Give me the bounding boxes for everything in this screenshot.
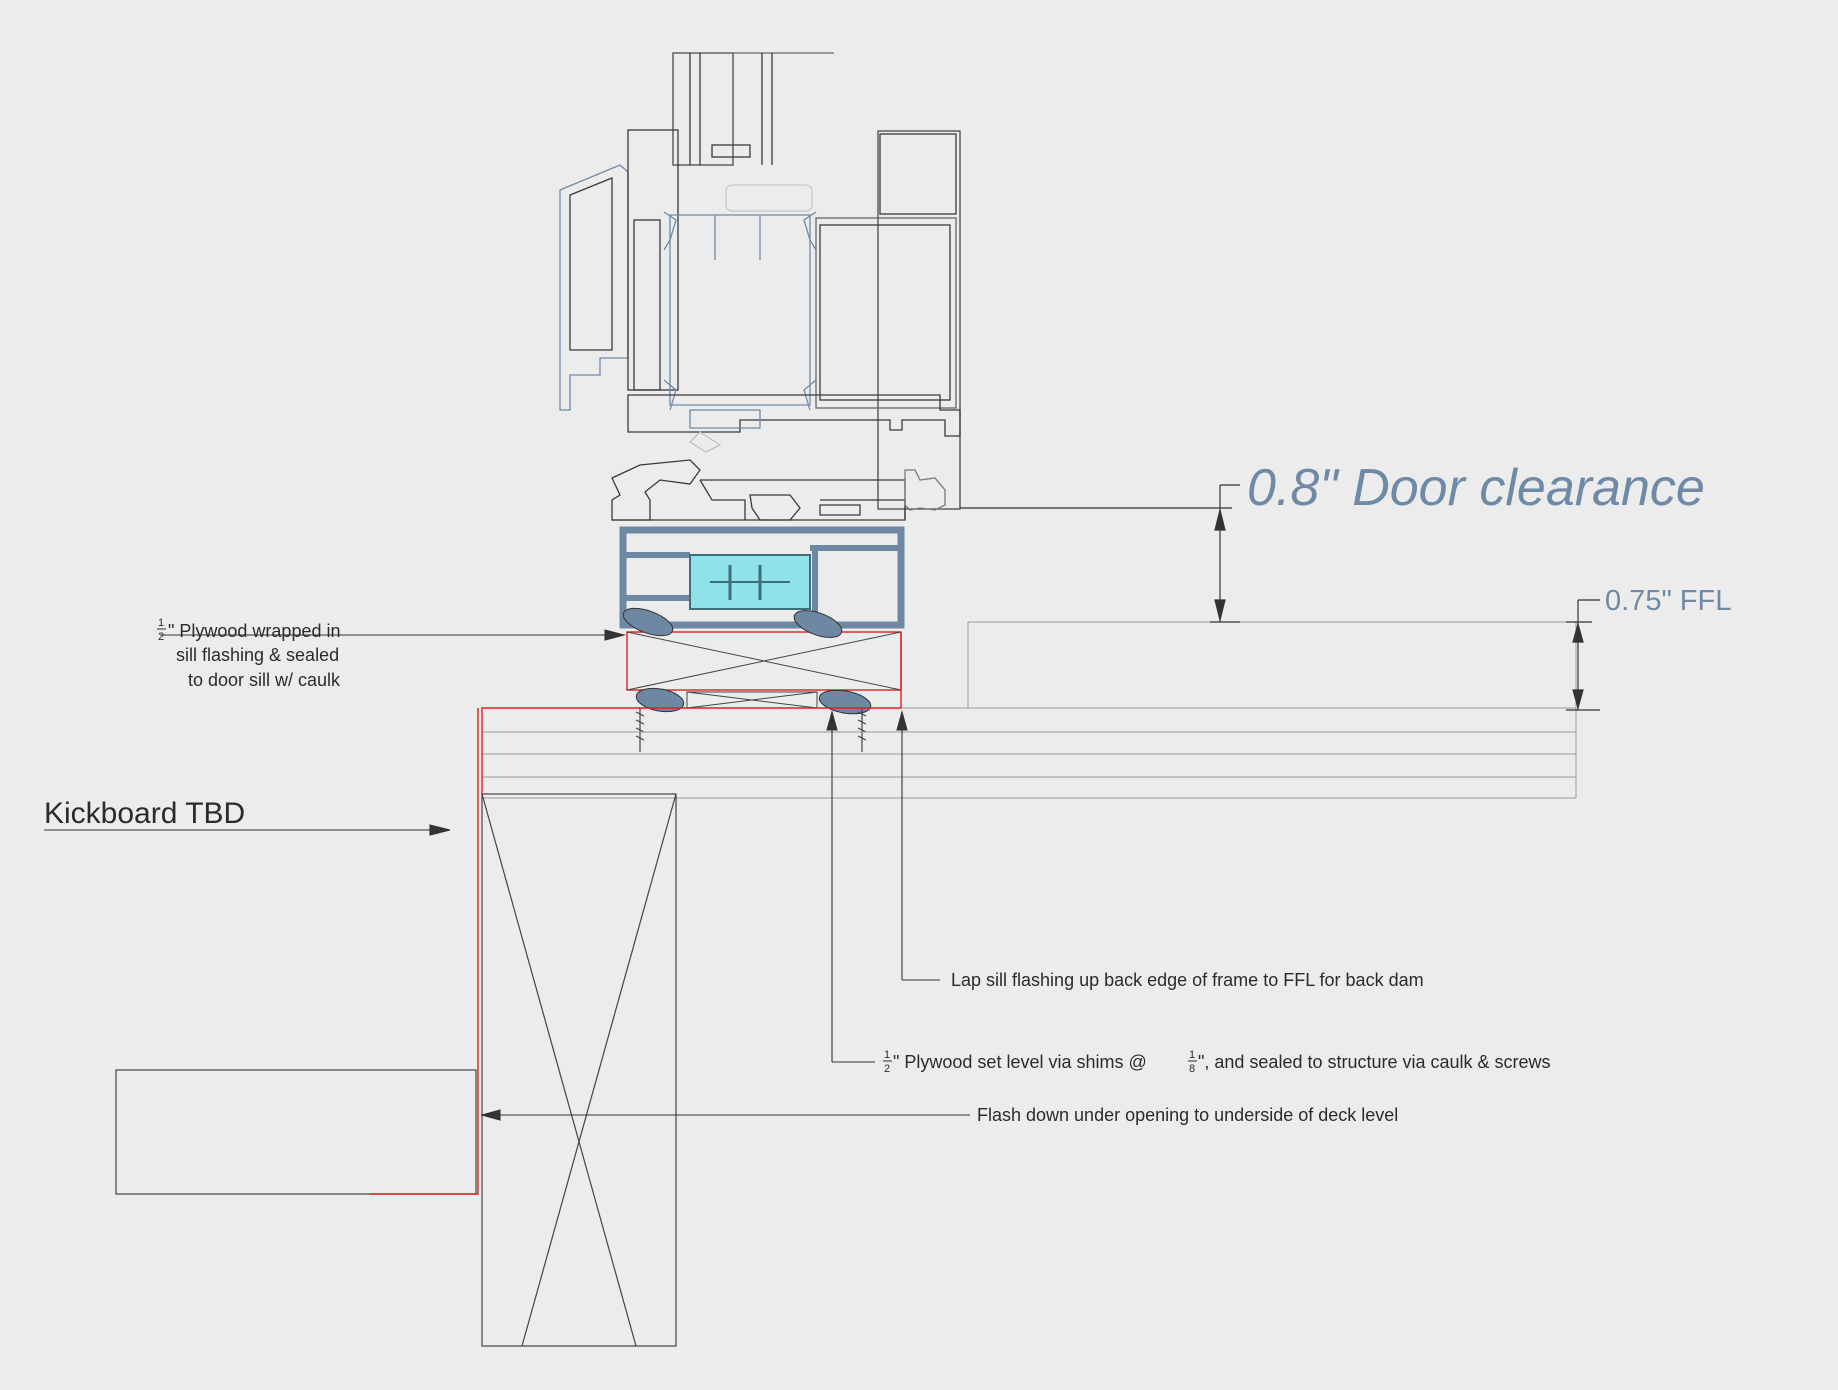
ffl-dimension — [1566, 599, 1600, 711]
svg-text:2: 2 — [884, 1063, 890, 1075]
plywood-wrapped-note: 1 2 " Plywood wrapped in sill flashing &… — [157, 617, 341, 690]
kickboard-box — [115, 1069, 477, 1195]
svg-text:" Plywood set level via shims: " Plywood set level via shims @ — [893, 1052, 1147, 1072]
ffl-label: 0.75" FFL — [1605, 585, 1731, 617]
svg-text:1: 1 — [1189, 1049, 1195, 1061]
svg-text:2: 2 — [158, 631, 164, 643]
sill-pan-profile — [619, 526, 905, 629]
deck-joist — [481, 793, 677, 1347]
leader-lines — [44, 629, 970, 1121]
door-clearance-label: 0.8" Door clearance — [1247, 459, 1705, 517]
door-clearance-dimension — [1210, 484, 1240, 623]
svg-text:8: 8 — [1189, 1063, 1195, 1075]
screws — [635, 708, 867, 752]
svg-text:1: 1 — [884, 1049, 890, 1061]
deck-surface — [482, 621, 1577, 799]
svg-text:", and sealed to structure via: ", and sealed to structure via caulk & s… — [1198, 1052, 1551, 1072]
door-frame-profile — [559, 52, 1210, 521]
lap-sill-label: Lap sill flashing up back edge of frame … — [951, 970, 1424, 990]
caulk-beads — [622, 607, 872, 715]
svg-text:" Plywood wrapped in: " Plywood wrapped in — [168, 621, 341, 641]
svg-text:1: 1 — [158, 617, 164, 629]
kickboard-label: Kickboard TBD — [44, 797, 245, 830]
flash-down-label: Flash down under opening to underside of… — [977, 1105, 1398, 1125]
sill-flashing — [370, 632, 902, 1195]
plywood-set-level-note: 1 2 " Plywood set level via shims @ 1 8 … — [883, 1049, 1551, 1075]
svg-text:to door sill w/ caulk: to door sill w/ caulk — [188, 670, 341, 690]
svg-text:sill flashing & sealed: sill flashing & sealed — [176, 645, 339, 665]
